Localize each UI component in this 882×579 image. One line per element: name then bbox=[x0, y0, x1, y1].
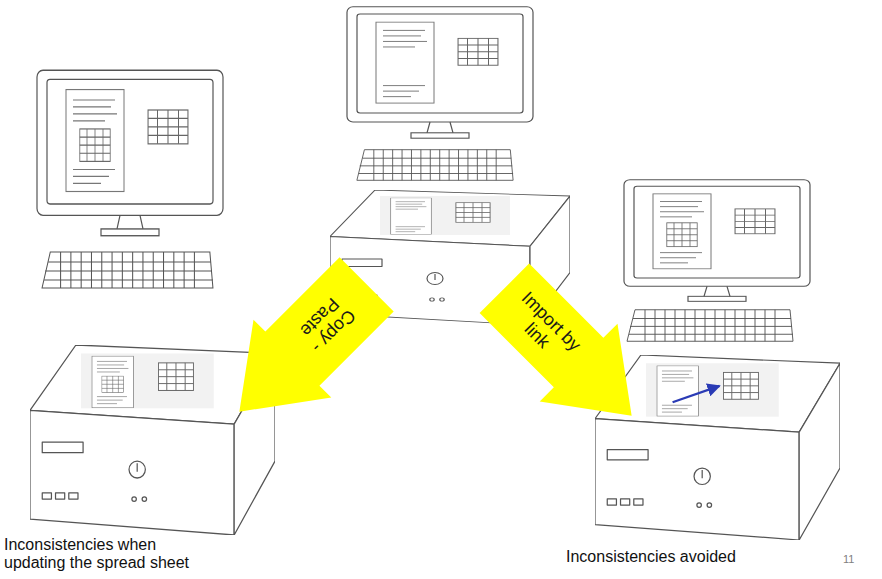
keyboard bbox=[357, 150, 513, 181]
caption: Inconsistencies avoided bbox=[566, 548, 736, 566]
monitor bbox=[624, 180, 810, 302]
base-unit bbox=[30, 345, 275, 535]
keyboard bbox=[627, 310, 793, 342]
monitor bbox=[37, 70, 223, 235]
linked-computer bbox=[595, 180, 840, 540]
copy-computer bbox=[30, 70, 275, 535]
arrow-fill bbox=[200, 245, 405, 450]
monitor bbox=[347, 7, 533, 138]
caption: Inconsistencies when updating the spread… bbox=[4, 536, 209, 573]
base-unit bbox=[595, 355, 840, 540]
arrow-label: Copy - Paste bbox=[283, 280, 371, 368]
arrow-label: Import by link bbox=[500, 284, 588, 372]
keyboard bbox=[42, 252, 213, 288]
page-number: 11 bbox=[843, 553, 854, 566]
arrow-fill bbox=[465, 249, 670, 454]
